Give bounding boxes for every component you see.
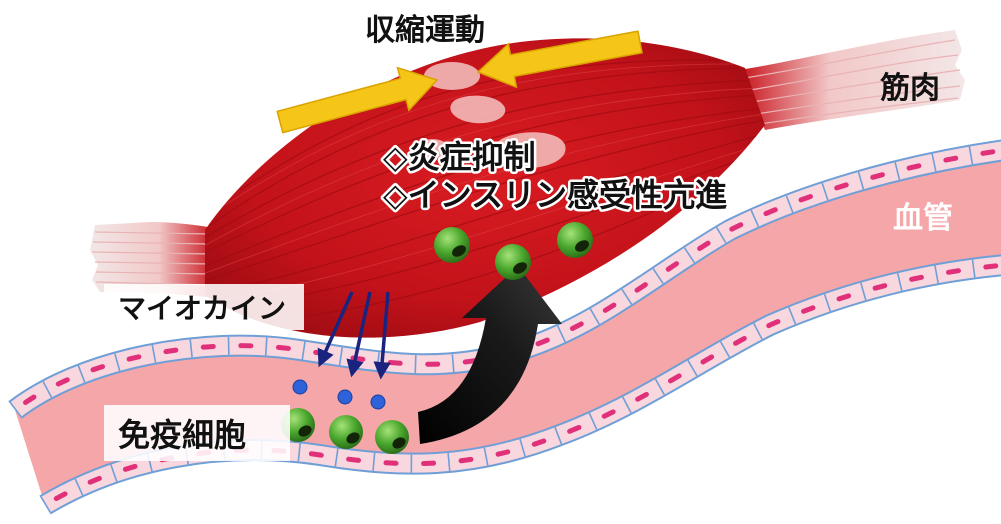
effect-label-inflammation: ◇炎症抑制 bbox=[383, 138, 536, 176]
myokine-dot bbox=[293, 380, 307, 394]
title-label: 収縮運動 bbox=[365, 13, 485, 48]
vessel-label: 血管 bbox=[893, 201, 953, 236]
immune-cell bbox=[329, 415, 363, 449]
immune-cell bbox=[434, 227, 470, 263]
muscle-label: 筋肉 bbox=[880, 71, 940, 106]
myokine-label: マイオカイン bbox=[118, 292, 286, 325]
immune-cell-label: 免疫細胞 bbox=[118, 416, 246, 454]
myokine-dot bbox=[338, 390, 352, 404]
immune-cell bbox=[375, 420, 409, 454]
immune-cell bbox=[557, 222, 593, 258]
immune-cell bbox=[495, 244, 531, 280]
myokine-dot bbox=[371, 395, 385, 409]
effect-label-insulin: ◇インスリン感受性亢進 bbox=[383, 176, 727, 214]
